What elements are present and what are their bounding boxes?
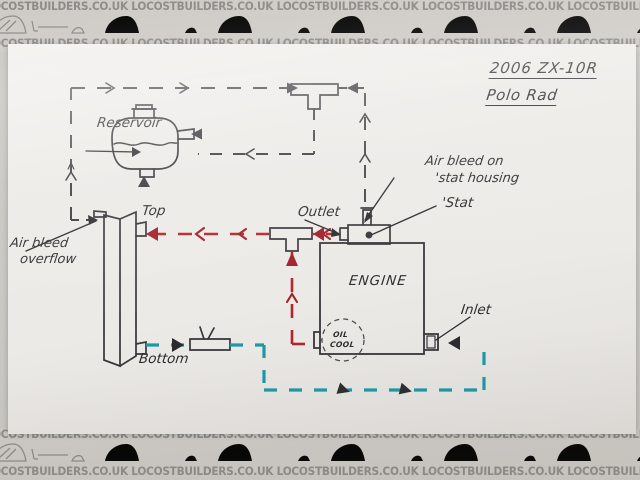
title-block: 2006 ZX-10R Polo Rad: [485, 59, 599, 106]
label-inlet: Inlet: [460, 302, 492, 318]
tee-fitting-middle: [269, 227, 313, 252]
paper-sheet: 2006 ZX-10R Polo Rad Reservoir Air bleed…: [8, 44, 636, 434]
watermark-text-row: LOCOSTBUILDERS.CO.UK LOCOSTBUILDERS.CO.U…: [0, 0, 640, 13]
label-air-bleed-stat-line1: Air bleed on: [424, 154, 505, 169]
page-title-line1: 2006 ZX-10R: [488, 59, 599, 79]
hot-coolant-circuit: [148, 232, 340, 346]
watermark-icon-row: [0, 13, 640, 37]
cold-circuit-arrows: [172, 336, 460, 395]
hot-circuit-arrows: [146, 226, 332, 304]
label-stat: 'Stat: [441, 195, 475, 211]
air-bleed-circuit: [71, 87, 366, 221]
label-engine: ENGINE: [348, 273, 408, 289]
label-oil-cooler-line1: OIL: [332, 330, 349, 339]
label-leader-lines: [25, 147, 471, 341]
thermostat-housing: [339, 207, 391, 245]
polo-radiator: [93, 210, 147, 368]
oil-cooler: [320, 318, 365, 362]
air-bleed-arrows: [65, 82, 371, 181]
label-air-bleed-overflow-line2: overflow: [19, 252, 77, 267]
engine-block: [313, 242, 439, 355]
cooling-system-diagram: [25, 82, 486, 395]
watermark-text-row-4: LOCOSTBUILDERS.CO.UK LOCOSTBUILDERS.CO.U…: [0, 464, 640, 478]
tee-fitting-bottom: [189, 326, 231, 351]
air-bleed-solid-arrows: [138, 82, 358, 187]
label-air-bleed-stat-line2: 'stat housing: [434, 171, 520, 186]
watermark-icon-row-2: [0, 441, 640, 465]
watermark-band-bottom: LOCOSTBUILDERS.CO.UK LOCOSTBUILDERS.CO.U…: [0, 428, 640, 480]
label-outlet: Outlet: [297, 204, 341, 220]
tee-fitting-top: [290, 83, 339, 110]
label-reservoir: Reservoir: [96, 115, 163, 131]
label-oil-cooler-line2: COOL: [329, 340, 356, 349]
label-rad-top: Top: [141, 203, 167, 219]
label-rad-bottom: Bottom: [138, 351, 190, 367]
page-title-line2: Polo Rad: [485, 85, 559, 106]
label-air-bleed-overflow-line1: Air bleed: [9, 236, 70, 251]
coolant-reservoir: [111, 104, 195, 178]
